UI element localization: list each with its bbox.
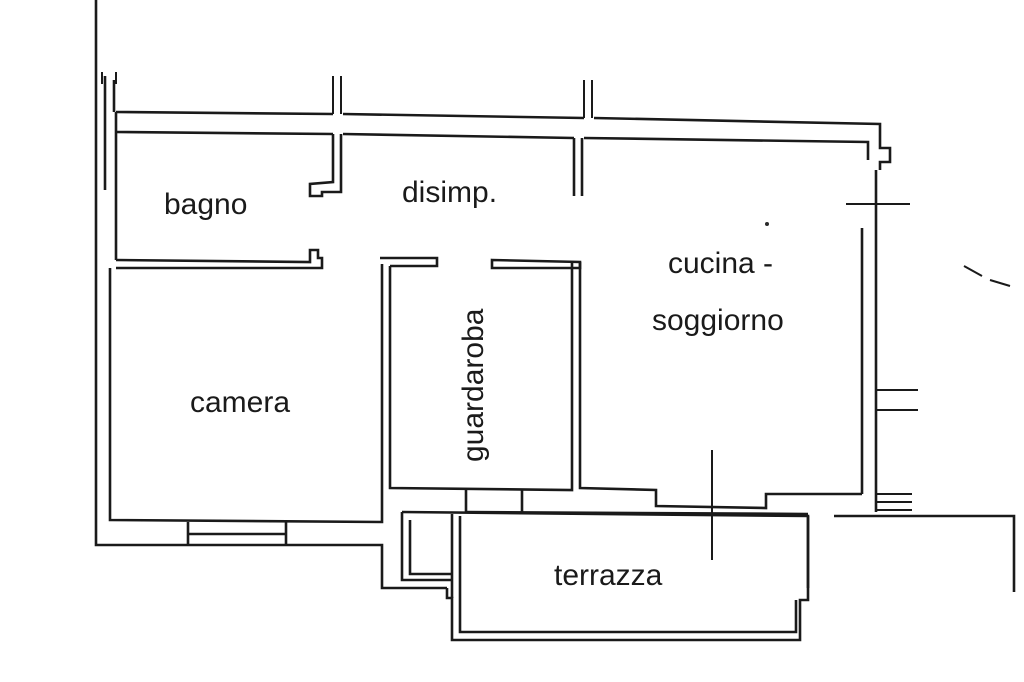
outer-walls [94,0,1016,592]
label-terrazza: terrazza [554,559,663,592]
label-guardaroba: guardaroba [457,308,490,462]
terrazza-top-inner [465,510,809,516]
disimp-right-wall [572,138,584,196]
guardaroba-top-left [380,256,439,268]
guardaroba-walls [388,262,574,512]
speck [765,222,769,226]
bottom-right-boundary [806,514,1016,592]
top-wall-stubs [101,72,593,118]
right-window [876,389,918,511]
label-disimp: disimp. [402,176,497,209]
terrazza-walls [400,510,810,642]
label-soggiorno: soggiorno [652,304,784,337]
terrazza-inner [450,514,798,634]
top-outer-wall [115,110,892,170]
cucina-walls [578,262,862,560]
guardaroba-top-right [490,258,582,270]
camera-outline [108,264,384,524]
label-cucina: cucina - [668,247,773,280]
terrazza-outer [401,510,810,642]
guardaroba-bottom-window [464,490,524,512]
camera-walls [108,264,384,545]
speck-line [963,265,1011,287]
cucina-left-wall [578,262,862,510]
right-outer-wall [860,170,878,512]
top-inner-wall [115,130,870,160]
guardaroba-left-wall [388,262,574,492]
bagno-bottom-wall [115,248,324,270]
label-camera: camera [190,386,290,419]
camera-window [186,522,288,545]
terrazza-left-block [400,512,452,582]
label-bagno: bagno [164,188,247,221]
left-outer-wall [94,0,447,590]
bagno-right-wall [308,134,343,198]
bagno-walls [115,134,343,270]
scan-specks [765,222,1011,287]
left-inner-wall [103,76,118,260]
